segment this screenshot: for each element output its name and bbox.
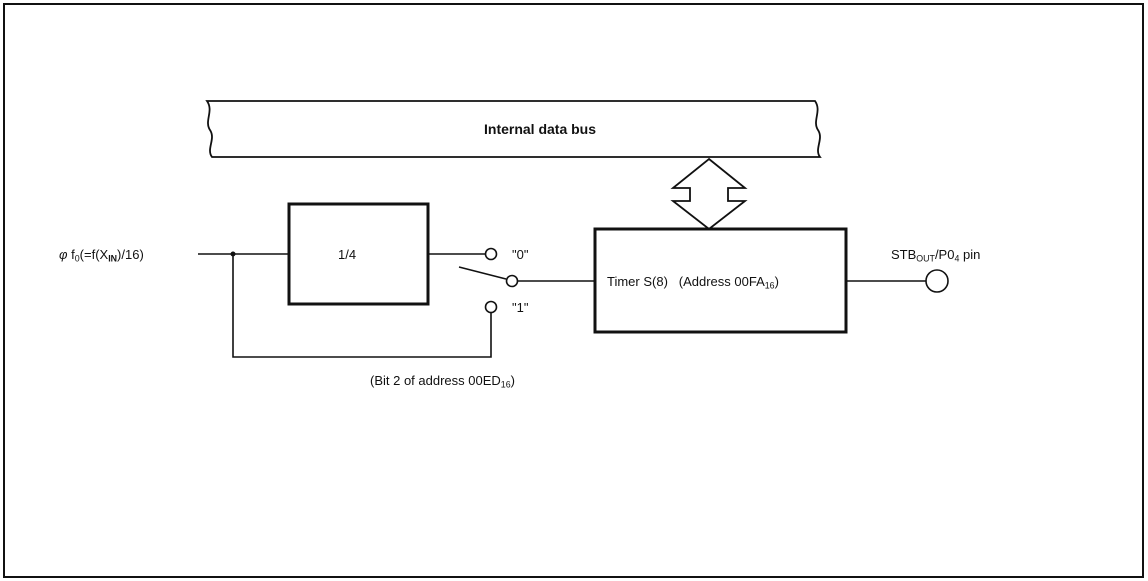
timer-address-sub: 16 <box>764 280 775 291</box>
divider-box <box>287 202 430 306</box>
timer-address-suffix: ) <box>774 274 779 289</box>
input-x-sub: IN <box>108 253 118 264</box>
output-pin-label: STBOUT/P04 pin <box>891 247 981 264</box>
switch-contact-0 <box>484 247 498 261</box>
output-sub: OUT <box>916 253 935 264</box>
switch-contact-1 <box>484 300 498 314</box>
bit-note-prefix: (Bit 2 of address 00ED <box>370 373 501 388</box>
output-post: pin <box>959 247 981 262</box>
bit-note-label: (Bit 2 of address 00ED16) <box>370 373 515 390</box>
switch-label-1: "1" <box>512 300 529 315</box>
diagram-frame <box>3 3 1144 578</box>
bus-bidirectional-arrow <box>670 157 748 231</box>
divider-label: 1/4 <box>338 247 357 262</box>
input-signal-label: φ f0(=f(XIN)/16) <box>59 247 144 264</box>
bit-note-suffix: ) <box>510 373 515 388</box>
timer-name: Timer S(8) <box>607 274 668 289</box>
output-sub2: 4 <box>954 253 960 264</box>
output-pre: STB <box>891 247 917 262</box>
switch-label-0: "0" <box>512 247 529 262</box>
phi-symbol: φ <box>59 247 68 262</box>
input-mid: (=f(X <box>79 247 109 262</box>
switch-pivot <box>505 274 519 288</box>
output-pin <box>925 269 949 293</box>
output-mid: /P0 <box>934 247 955 262</box>
switch-arm <box>458 266 507 280</box>
input-f: f <box>71 247 75 262</box>
bit-note-sub: 16 <box>500 379 511 390</box>
timer-address-prefix: (Address 00FA <box>678 274 765 289</box>
timer-label: Timer S(8) (Address 00FA16) <box>607 274 779 291</box>
internal-data-bus <box>205 100 822 158</box>
input-tail: )/16) <box>117 247 144 262</box>
bus-label: Internal data bus <box>484 121 597 137</box>
bypass-line <box>232 254 492 358</box>
timer-box <box>593 227 848 334</box>
input-f-sub: 0 <box>74 253 80 264</box>
